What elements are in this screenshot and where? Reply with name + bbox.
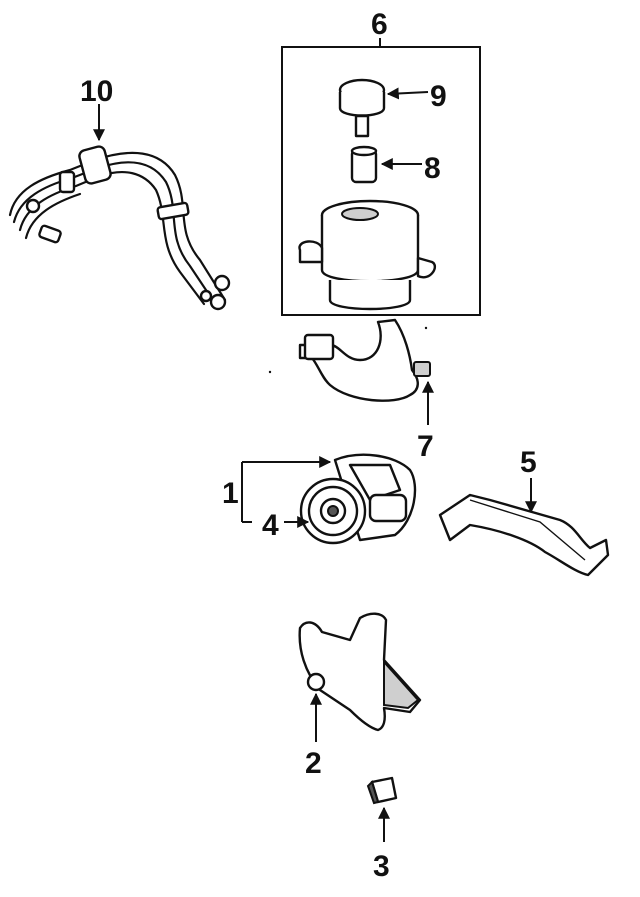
pump-mounting-bracket xyxy=(298,612,422,732)
callout-6: 6 xyxy=(371,8,388,41)
callout-8: 8 xyxy=(424,152,441,185)
callout-2: 2 xyxy=(305,747,322,780)
power-steering-pump xyxy=(333,453,417,542)
callout-9: 9 xyxy=(430,80,447,113)
pump-bracket-right xyxy=(438,493,610,577)
callout-1: 1 xyxy=(222,477,239,510)
callout-7: 7 xyxy=(417,430,434,463)
bracket-bushing xyxy=(366,776,398,805)
reservoir-group-box xyxy=(281,46,481,316)
callout-10: 10 xyxy=(80,75,113,108)
reservoir-cap xyxy=(338,78,386,138)
reservoir-filter xyxy=(350,145,378,184)
reservoir-bracket xyxy=(298,318,431,402)
pump-pulley xyxy=(299,477,367,545)
pressure-hose-assembly xyxy=(8,145,231,311)
callout-3: 3 xyxy=(373,850,390,883)
callout-4: 4 xyxy=(262,509,279,542)
reservoir-body xyxy=(298,199,437,311)
callout-5: 5 xyxy=(520,446,537,479)
